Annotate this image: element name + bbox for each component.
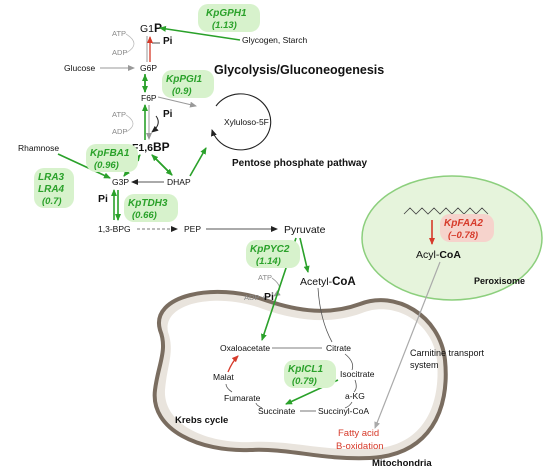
enzyme-badge-faa2 bbox=[440, 214, 494, 242]
cofactor-atp-1: ATP bbox=[112, 29, 126, 38]
metabolite-malat: Malat bbox=[213, 372, 234, 382]
carnitine-label-2: system bbox=[410, 360, 439, 370]
metabolite-glucose: Glucose bbox=[64, 63, 95, 73]
arrow-f6p-xylulose bbox=[157, 96, 197, 108]
metabolite-oxaloacetate: Oxaloacetate bbox=[220, 343, 270, 353]
arrow-succinate-fumarate bbox=[255, 402, 263, 409]
enzyme-value-lra: (0.7) bbox=[42, 196, 62, 207]
arrow-glycogen-g1p bbox=[159, 25, 241, 41]
metabolite-fumarate: Fumarate bbox=[224, 393, 261, 403]
arrow-dhap-f16bp bbox=[151, 154, 173, 176]
cofactor-adp-3: ADP + bbox=[244, 293, 266, 302]
ppp-title: Pentose phosphate pathway bbox=[232, 158, 367, 169]
metabolite-acetyl-coa: Acetyl-CoA bbox=[300, 276, 356, 288]
enzyme-name-icl1: KpICL1 bbox=[288, 364, 323, 375]
arrow-rhamnose-g3p bbox=[57, 153, 111, 179]
cofactor-adp-2: ADP bbox=[112, 127, 127, 136]
enzyme-badge-pgi1 bbox=[162, 70, 214, 98]
krebs-title: Krebs cycle bbox=[175, 415, 228, 426]
cofactor-atp-2: ATP bbox=[112, 110, 126, 119]
cofactor-pi-2: Pi bbox=[163, 109, 173, 120]
metabolite-glycogen-starch: Glycogen, Starch bbox=[242, 35, 307, 45]
enzyme-name-lra4: LRA4 bbox=[38, 184, 65, 195]
peroxisome-title: Peroxisome bbox=[474, 276, 525, 286]
arrow-carnitine-transport bbox=[374, 261, 441, 429]
cofactor-pi-3: Pi bbox=[98, 193, 108, 205]
enzyme-badge-fba1 bbox=[86, 144, 138, 172]
metabolite-g3p: G3P bbox=[112, 177, 129, 187]
metabolite-13bpg: 1,3-BPG bbox=[98, 224, 131, 234]
arrow-atp-adp-2 bbox=[125, 114, 134, 133]
enzyme-name-lra3: LRA3 bbox=[38, 172, 65, 183]
arrow-fumarate-malat bbox=[225, 383, 233, 393]
arrow-pyruvate-acetyl bbox=[299, 237, 310, 273]
enzyme-badge-tdh3 bbox=[124, 194, 178, 222]
enzyme-value-pyc2: (1.14) bbox=[256, 256, 281, 267]
metabolite-rhamnose: Rhamnose bbox=[18, 143, 59, 153]
enzyme-name-pgi1: KpPGI1 bbox=[166, 74, 203, 85]
metabolite-citrate: Citrate bbox=[326, 343, 351, 353]
metabolite-succinyl-coa: Succinyl-CoA bbox=[318, 406, 369, 416]
enzyme-badge-pyc2 bbox=[246, 240, 300, 268]
fatty-acid-label-1: Fatty acid bbox=[338, 428, 379, 439]
arrow-dhap-xylulose bbox=[189, 147, 207, 177]
enzyme-value-tdh3: (0.66) bbox=[132, 210, 157, 221]
enzyme-value-pgi1: (0.9) bbox=[172, 86, 192, 97]
arrow-malat-oxaloacetate bbox=[227, 355, 239, 373]
enzyme-name-gph1: KpGPH1 bbox=[206, 8, 247, 19]
arrow-isocitrate-akg bbox=[353, 379, 357, 393]
metabolite-pep: PEP bbox=[184, 224, 201, 234]
cofactor-pi-1: Pi bbox=[163, 36, 173, 47]
metabolite-succinate: Succinate bbox=[258, 406, 296, 416]
enzyme-value-faa2: (–0.78) bbox=[448, 230, 478, 241]
enzyme-name-fba1: KpFBA1 bbox=[90, 148, 130, 159]
cofactor-pi-4: Pi bbox=[264, 291, 274, 303]
metabolite-pyruvate: Pyruvate bbox=[284, 224, 326, 236]
glycolysis-title: Glycolysis/Gluconeogenesis bbox=[214, 63, 384, 77]
enzyme-badge-lra bbox=[34, 168, 74, 208]
fatty-acid-label-2: B-oxidation bbox=[336, 441, 384, 452]
arrow-akg-succinyl bbox=[344, 401, 353, 409]
enzyme-name-faa2: KpFAA2 bbox=[444, 218, 483, 229]
enzyme-badge-icl1 bbox=[284, 360, 336, 388]
enzyme-name-pyc2: KpPYC2 bbox=[250, 244, 290, 255]
metabolite-f6p: F6P bbox=[141, 93, 157, 103]
metabolite-isocitrate: Isocitrate bbox=[340, 369, 375, 379]
carnitine-label-1: Carnitine transport bbox=[410, 348, 485, 358]
fatty-acid-chain bbox=[403, 207, 489, 215]
metabolite-xylulose: Xyluloso-5F bbox=[224, 117, 269, 127]
metabolite-akg: a-KG bbox=[345, 391, 365, 401]
enzyme-value-gph1: (1.13) bbox=[212, 20, 237, 31]
arrow-atp-f16bp-black bbox=[151, 115, 159, 133]
enzyme-name-tdh3: KpTDH3 bbox=[128, 198, 168, 209]
metabolite-dhap: DHAP bbox=[167, 177, 191, 187]
metabolite-g6p: G6P bbox=[140, 63, 157, 73]
enzyme-badge-gph1 bbox=[198, 4, 260, 32]
metabolite-acyl-coa: Acyl-CoA bbox=[416, 249, 461, 261]
cofactor-adp-1: ADP bbox=[112, 48, 127, 57]
arrow-acetyl-citrate bbox=[317, 287, 333, 343]
metabolite-g1p: G1P bbox=[140, 21, 162, 35]
cofactor-atp-3: ATP bbox=[258, 273, 272, 282]
arrow-citrate-isocitrate bbox=[344, 353, 354, 371]
arrow-atp-adp-1 bbox=[125, 33, 135, 54]
enzyme-value-fba1: (0.96) bbox=[94, 160, 119, 171]
arrow-pentose-cycle bbox=[211, 93, 272, 151]
enzyme-value-icl1: (0.79) bbox=[292, 376, 317, 387]
mitochondria-title: Mitochondria bbox=[372, 458, 432, 469]
